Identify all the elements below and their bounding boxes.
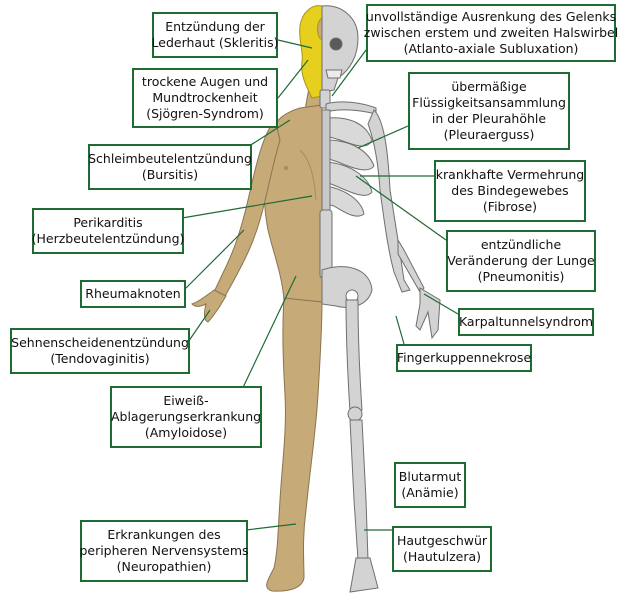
- leader-lines: [179, 39, 459, 531]
- label-pneumonitis-line-2: Veränderung der Lunge: [447, 253, 595, 268]
- label-fibrose-line-3: (Fibrose): [482, 199, 538, 214]
- label-hautulzera: Hautgeschwür (Hautulzera): [392, 526, 492, 572]
- label-atlanto-line-1: unvollständige Ausrenkung des Gelenks: [365, 9, 617, 24]
- label-pleura-line-4: (Pleuraerguss): [443, 127, 535, 142]
- label-atlanto-line-3: (Atlanto-axiale Subluxation): [403, 41, 579, 56]
- label-pleura-line-2: Flüssigkeitsansammlung: [412, 95, 566, 110]
- label-neuro-line-1: Erkrankungen des: [107, 527, 221, 542]
- label-fibrose-line-1: krankhafte Vermehrung: [435, 167, 585, 182]
- label-sjoegren-line-3: (Sjögren-Syndrom): [146, 106, 264, 121]
- label-fibrose: krankhafte Vermehrung des Bindegewebes (…: [434, 160, 586, 222]
- label-finger-line-1: Fingerkuppennekrose: [396, 350, 532, 365]
- label-neuro-line-3: (Neuropathien): [116, 559, 212, 574]
- label-skleritis-line-1: Entzündung der: [165, 19, 265, 34]
- label-sjoegren-line-2: Mundtrockenheit: [152, 90, 258, 105]
- label-amyloidose: Eiweiß- Ablagerungserkrankung (Amyloidos…: [110, 386, 262, 448]
- label-karpaltunnelsyndrom: Karpaltunnelsyndrom: [458, 308, 594, 336]
- label-skleritis-line-2: Lederhaut (Skleritis): [151, 35, 279, 50]
- label-neuro-line-2: peripheren Nervensystems: [79, 543, 249, 558]
- skeleton-illustration: [319, 5, 441, 593]
- label-pleuraerguss: übermäßige Flüssigkeitsansammlung in der…: [408, 72, 570, 150]
- label-neuropathien: Erkrankungen des peripheren Nervensystem…: [79, 520, 249, 582]
- label-rheuma-line-1: Rheumaknoten: [85, 286, 181, 301]
- hair-shape: [299, 5, 323, 99]
- label-skleritis: Entzündung der Lederhaut (Skleritis): [152, 12, 278, 58]
- label-atlanto-line-2: zwischen erstem und zweiten Halswirbel: [363, 25, 619, 40]
- label-tendo-line-2: (Tendovaginitis): [50, 351, 150, 366]
- label-sjoegren-syndrom: trockene Augen und Mundtrockenheit (Sjög…: [132, 68, 278, 128]
- label-anaemie-line-1: Blutarmut: [398, 469, 462, 484]
- label-anaemie-line-2: (Anämie): [401, 485, 459, 500]
- label-amyloid-line-2: Ablagerungserkrankung: [110, 409, 262, 424]
- label-bursitis: Schleimbeutelentzündung (Bursitis): [88, 144, 252, 190]
- label-pneumonitis-line-1: entzündliche: [480, 237, 562, 252]
- label-pleura-line-1: übermäßige: [451, 79, 527, 94]
- label-pneumonitis-line-3: (Pneumonitis): [477, 269, 565, 284]
- label-perikarditis-line-1: Perikarditis: [73, 215, 143, 230]
- label-anaemie: Blutarmut (Anämie): [394, 462, 466, 508]
- label-tendo-line-1: Sehnenscheidenentzündung: [11, 335, 189, 350]
- label-bursitis-line-1: Schleimbeutelentzündung: [88, 151, 252, 166]
- label-pleura-line-3: in der Pleurahöhle: [431, 111, 547, 126]
- label-fingerkuppennekrose: Fingerkuppennekrose: [396, 344, 532, 372]
- label-atlanto-axiale-subluxation: unvollständige Ausrenkung des Gelenks zw…: [363, 4, 619, 62]
- label-sjoegren-line-1: trockene Augen und: [141, 74, 269, 89]
- label-rheumaknoten: Rheumaknoten: [80, 280, 186, 308]
- label-amyloid-line-3: (Amyloidose): [144, 425, 228, 440]
- label-perikarditis: Perikarditis (Herzbeutelentzündung): [32, 208, 184, 254]
- label-ulzera-line-2: (Hautulzera): [402, 549, 482, 564]
- label-ulzera-line-1: Hautgeschwür: [396, 533, 488, 548]
- label-bursitis-line-2: (Bursitis): [141, 167, 199, 182]
- body-illustration: [191, 7, 323, 592]
- label-perikarditis-line-2: (Herzbeutelentzündung): [31, 231, 185, 246]
- label-amyloid-line-1: Eiweiß-: [163, 393, 209, 408]
- label-karpal-line-1: Karpaltunnelsyndrom: [458, 314, 594, 329]
- label-fibrose-line-2: des Bindegewebes: [451, 183, 569, 198]
- label-pneumonitis: entzündliche Veränderung der Lunge (Pneu…: [446, 230, 596, 292]
- label-tendovaginitis: Sehnenscheidenentzündung (Tendovaginitis…: [10, 328, 190, 374]
